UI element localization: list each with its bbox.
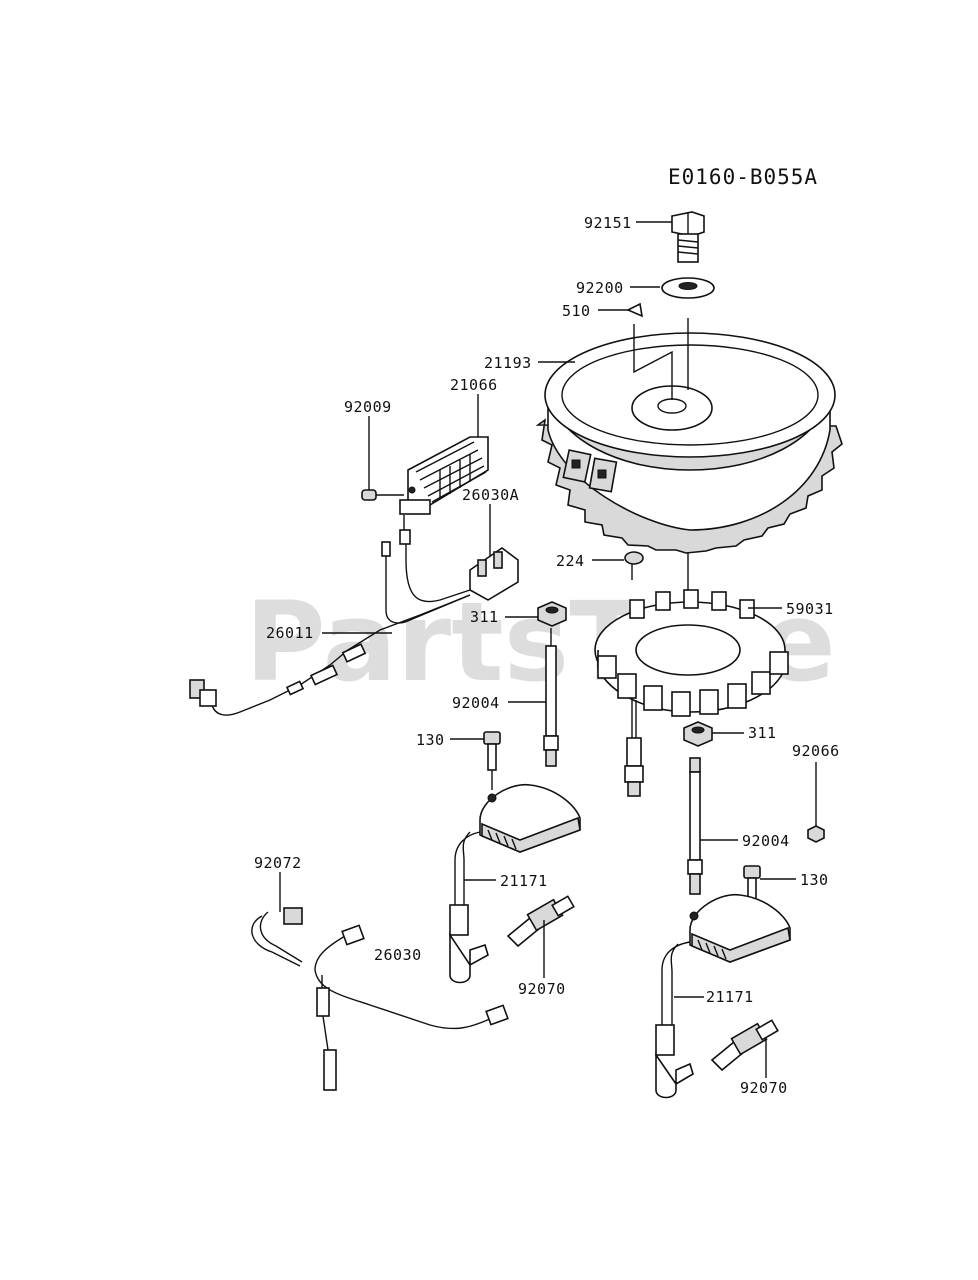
label-26011: 26011 [266,624,314,642]
label-92151: 92151 [584,214,632,232]
ignition-coil-21171-left-drawing [449,783,581,984]
label-92070-left: 92070 [518,980,566,998]
label-26030a: 26030A [462,486,519,504]
label-130-right: 130 [800,871,829,889]
diagram-code: E0160-B055A [668,165,818,189]
label-130-left: 130 [416,731,445,749]
label-510: 510 [562,302,591,320]
label-311-right: 311 [748,724,777,742]
label-224: 224 [556,552,585,570]
ignition-coil-21171-right-drawing [655,893,791,1099]
spark-plug-92070-left-drawing [506,895,575,948]
stator-lead-drawing [624,700,644,797]
connector-26030a-drawing [469,547,519,601]
regulator-drawing [399,436,489,515]
screw-92009-drawing [361,489,404,501]
stud-92004-right-drawing [687,757,703,895]
washer-92200-drawing [661,277,715,299]
label-92072: 92072 [254,854,302,872]
leader-lines [279,221,817,1078]
clamp-92072-drawing [251,907,303,967]
wire-lead-26030-drawing [314,924,509,1091]
label-21066: 21066 [450,376,498,394]
stator-drawing [594,589,789,717]
label-92066: 92066 [792,742,840,760]
label-26030: 26030 [374,946,422,964]
label-21171-left: 21171 [500,872,548,890]
nut-311-left-drawing [537,601,567,627]
label-92070-right: 92070 [740,1079,788,1097]
label-92200: 92200 [576,279,624,297]
label-21171-right: 21171 [706,988,754,1006]
bolt-130-right-drawing [743,865,761,905]
label-92009: 92009 [344,398,392,416]
label-59031: 59031 [786,600,834,618]
label-92004-left: 92004 [452,694,500,712]
stud-92004-left-drawing [543,628,559,767]
label-92004-right: 92004 [742,832,790,850]
key-510-drawing [626,302,644,318]
bolt-130-left-drawing [483,731,501,790]
spark-plug-92070-right-drawing [710,1019,779,1072]
nut-92066-drawing [807,825,825,843]
nut-311-right-drawing [683,721,713,747]
bolt-92151-drawing [671,211,705,263]
label-311-left: 311 [470,608,499,626]
harness-26011-drawing [189,594,471,716]
label-21193: 21193 [484,354,532,372]
flywheel-drawing [535,324,843,554]
screw-224-drawing [624,551,644,580]
